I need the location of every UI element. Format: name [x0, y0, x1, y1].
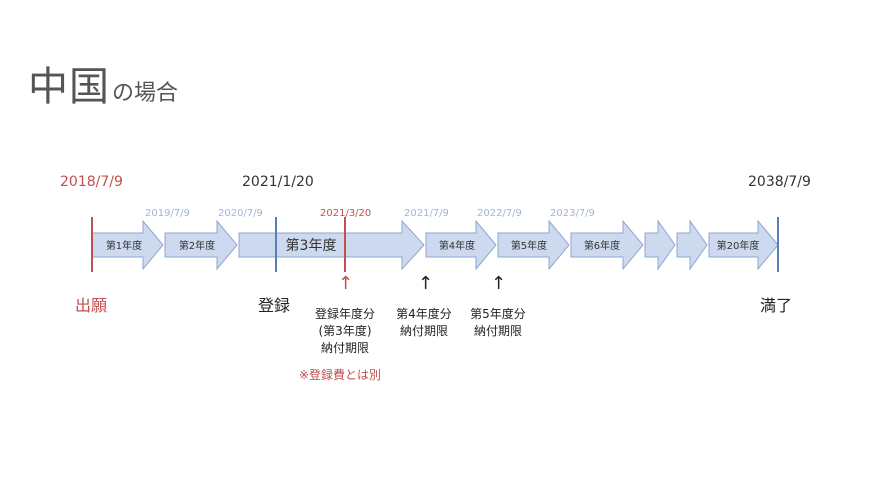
segment-arrow-20	[708, 219, 779, 271]
small-date-2019: 2019/7/9	[145, 208, 190, 219]
registration-date: 2021/1/20	[242, 174, 314, 190]
segment-label-2: 第2年度	[179, 239, 215, 252]
note-year4-line2: 納付期限	[399, 324, 448, 338]
segment-arrow-6	[570, 219, 644, 271]
note-year3-line2: (第3年度)	[318, 324, 372, 338]
page-title: 中国の場合	[28, 54, 178, 112]
segment-arrow-2	[164, 219, 238, 271]
fee-note: ※登録費とは別	[299, 368, 382, 382]
deadline-arrow-year3: ↑	[338, 273, 354, 294]
segment-label-5: 第5年度	[511, 239, 547, 252]
small-date-2022: 2022/7/9	[477, 208, 522, 219]
small-date-2021-3: 2021/3/20	[320, 208, 372, 219]
segment-labels: 第1年度 第2年度 第3年度 第4年度 第5年度 第6年度 第20年度	[106, 237, 760, 254]
note-year4: 第4年度分 納付期限	[384, 306, 464, 340]
segment-label-3: 第3年度	[286, 237, 337, 254]
deadline-arrow-year4: ↑	[418, 273, 434, 294]
segment-arrow-4	[425, 219, 497, 271]
event-expiry: 満了	[760, 296, 793, 315]
page-title-suffix: の場合	[112, 81, 179, 106]
deadline-arrow-year5: ↑	[491, 273, 507, 294]
event-filing: 出願	[75, 296, 108, 315]
segment-arrow-3	[275, 219, 425, 271]
small-date-2020: 2020/7/9	[218, 208, 263, 219]
segment-arrow-7	[644, 219, 676, 271]
timeline-arrows	[91, 219, 779, 271]
segment-label-1: 第1年度	[106, 239, 142, 252]
event-registration: 登録	[258, 296, 291, 315]
segment-label-4: 第4年度	[439, 239, 475, 252]
small-date-2023: 2023/7/9	[550, 208, 595, 219]
filing-date: 2018/7/9	[60, 174, 123, 190]
note-year5-line1: 第5年度分	[470, 307, 526, 321]
note-year5-line2: 納付期限	[473, 324, 522, 338]
page-title-main: 中国	[28, 64, 110, 110]
note-year3: 登録年度分 (第3年度) 納付期限	[300, 306, 390, 357]
segment-label-6: 第6年度	[584, 239, 620, 252]
note-year3-line1: 登録年度分	[314, 307, 375, 321]
note-year5: 第5年度分 納付期限	[458, 306, 538, 340]
note-year4-line1: 第4年度分	[396, 307, 452, 321]
segment-label-20: 第20年度	[717, 239, 760, 252]
segment-arrow-gap	[238, 232, 277, 258]
expiry-date: 2038/7/9	[748, 174, 811, 190]
timeline-markers	[91, 217, 779, 272]
segment-arrow-8	[676, 219, 708, 271]
note-year3-line3: 納付期限	[320, 341, 369, 355]
small-date-2021-7: 2021/7/9	[404, 208, 449, 219]
segment-arrow-1	[91, 219, 164, 271]
segment-arrow-5	[497, 219, 570, 271]
